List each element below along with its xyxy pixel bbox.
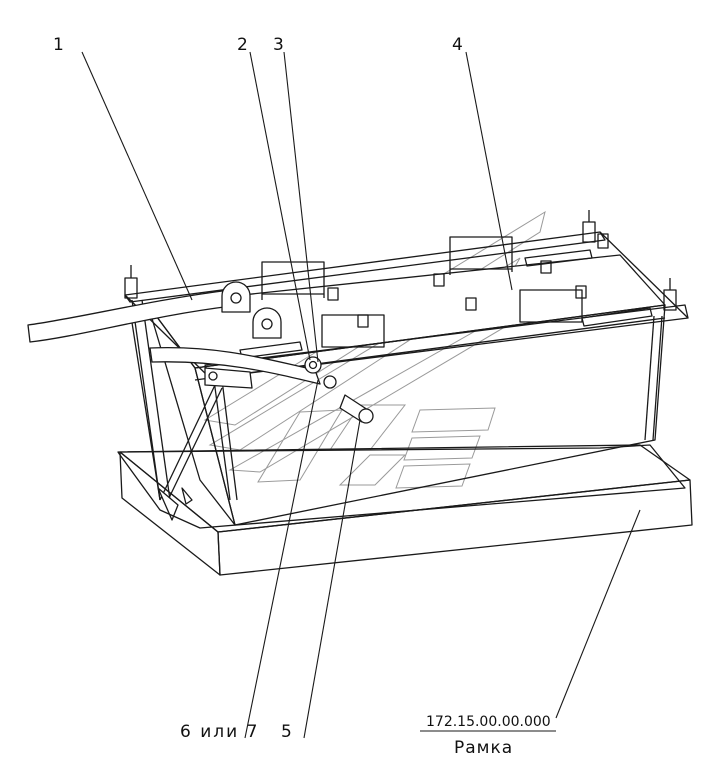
cables [27,281,374,521]
leader-2 [249,51,311,361]
leader-lines [81,51,641,739]
callout-5: 5 [281,722,292,742]
leader-4 [465,51,513,291]
leader-5 [303,419,361,739]
callout-6-or-7: 6 или 7 [180,722,259,742]
tray-frame [117,444,693,576]
callout-1: 1 [53,35,64,55]
callout-2: 2 [237,35,248,55]
callout-4: 4 [452,35,463,55]
callout-3: 3 [273,35,284,55]
hold-down-frame [124,210,689,501]
leader-frame [555,509,641,719]
leader-1 [81,51,193,301]
designation-name: Рамка [454,738,513,758]
leader-6-7 [244,379,319,739]
designation-code: 172.15.00.00.000 [426,714,551,730]
leader-3 [283,51,319,363]
